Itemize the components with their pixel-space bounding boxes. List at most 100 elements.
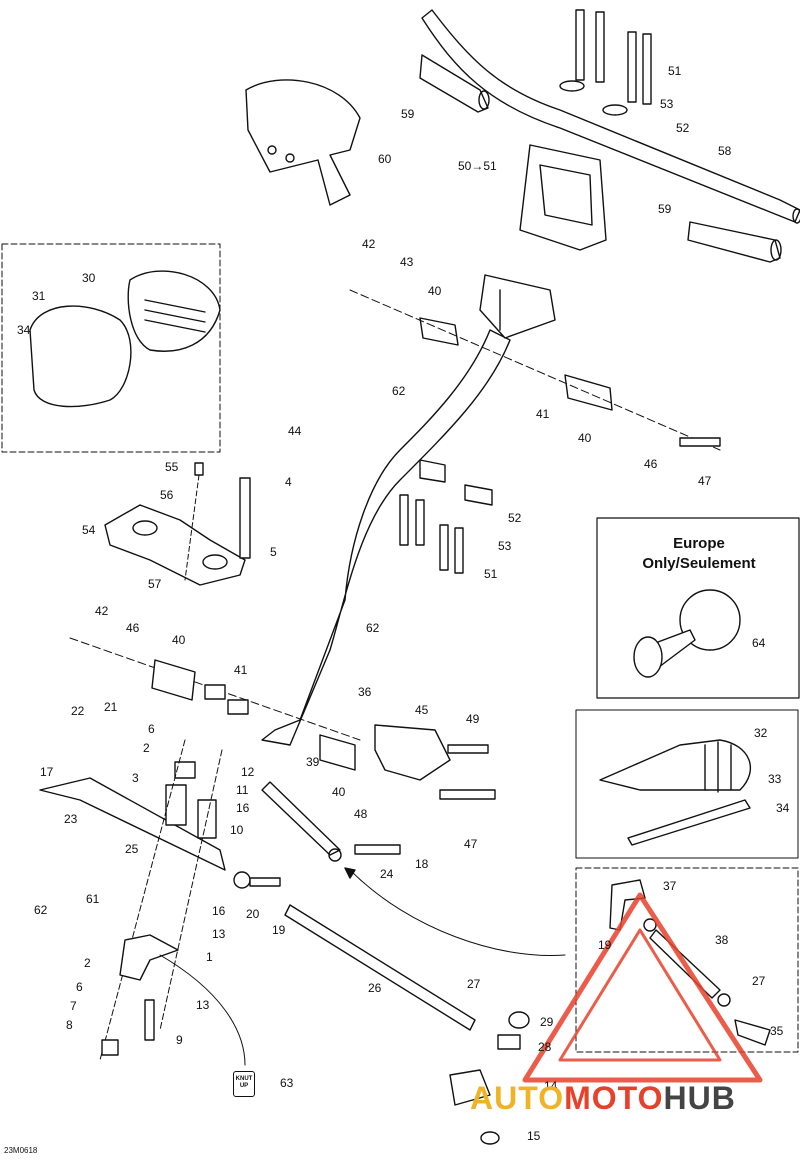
boot-32-33 [599,739,751,846]
watermark-part-3: HUB [663,1080,736,1116]
watermark-part-2: MOTO [564,1080,664,1116]
callout-44: 44 [288,424,302,438]
ball-joint-20 [233,871,281,889]
callout-47-a: 47 [698,474,712,488]
bolt-49 [447,744,489,754]
callout-17: 17 [40,765,54,779]
callout-25: 25 [125,842,139,856]
callout-50-51: 50→51 [458,159,497,173]
callout-12: 12 [241,765,255,779]
callout-51-top: 51 [668,64,682,78]
callout-55: 55 [165,460,179,474]
callout-48: 48 [354,807,368,821]
steering-end-28 [449,1011,530,1145]
bolts-51-lower [399,459,493,574]
callout-59-top: 59 [401,107,415,121]
callout-31: 31 [32,289,46,303]
callout-13-b: 13 [196,998,210,1012]
callout-60: 60 [378,152,392,166]
callout-61: 61 [86,892,100,906]
callout-52-b: 52 [508,511,522,525]
cover-60 [245,79,361,206]
callout-34-b: 34 [776,801,790,815]
handlebar-clamp-50 [519,144,607,251]
callout-34-a: 34 [17,323,31,337]
callout-5: 5 [270,545,277,559]
callout-1: 1 [206,950,213,964]
callout-19-a: 19 [272,923,286,937]
callout-11: 11 [236,783,249,797]
bracket-45 [374,724,451,781]
callout-16-b: 16 [212,904,226,918]
europe-inset-title: Europe Only/Seulement [598,534,800,574]
callout-58: 58 [718,144,732,158]
callout-43: 43 [400,255,414,269]
callout-62-c: 62 [34,903,48,917]
callout-49: 49 [466,712,480,726]
label-knut-up: KNUT UP [233,1071,255,1097]
callout-37: 37 [663,879,677,893]
bolts-51-top [559,9,652,116]
callout-47-b: 47 [464,837,478,851]
callout-40-d: 40 [332,785,346,799]
bracket-1 [119,934,179,981]
bushings-column [99,739,223,1061]
plate-54 [104,504,246,586]
callout-57: 57 [148,577,162,591]
callout-29: 29 [540,1015,554,1029]
watermark-text: AUTOMOTOHUB [470,1080,736,1117]
callout-52-top: 52 [676,121,690,135]
callout-7: 7 [70,999,77,1013]
callout-38: 38 [715,933,729,947]
tie-rod-39 [261,781,342,862]
callout-45: 45 [415,703,429,717]
callout-53-top: 53 [660,97,674,111]
callout-23: 23 [64,812,78,826]
callout-54: 54 [82,523,96,537]
callout-41-b: 41 [234,663,248,677]
bolt-47-lower [439,789,496,800]
callout-36: 36 [358,685,372,699]
callout-10: 10 [230,823,244,837]
watermark-logo [522,892,763,1083]
clamp-blocks-40-upper [349,289,721,451]
callout-39: 39 [306,755,320,769]
callout-59-right: 59 [658,202,672,216]
callout-24: 24 [380,867,394,881]
boot-30-31 [29,270,221,408]
horn-64 [633,589,741,678]
callout-56: 56 [160,488,174,502]
callout-63: 63 [280,1076,294,1090]
callout-2-b: 2 [84,956,91,970]
callout-42-b: 42 [95,604,109,618]
grip-59-left [419,54,490,113]
callout-33: 33 [768,772,782,786]
diagram-code: 23M0618 [4,1146,38,1155]
handlebar-58 [421,9,800,224]
callout-46-b: 46 [126,621,140,635]
inset-title-line-2: Only/Seulement [642,555,756,572]
callout-6-a: 6 [148,722,155,736]
inset-title-line-1: Europe [673,535,725,552]
callout-28: 28 [538,1040,552,1054]
callout-51-b: 51 [484,567,498,581]
steering-arm-17 [39,777,226,871]
tie-rod-26 [284,904,476,1031]
callout-13-a: 13 [212,927,226,941]
steering-column-44 [261,329,511,746]
bolt-47-upper [679,437,721,447]
callout-4: 4 [285,475,292,489]
callout-62-a: 62 [392,384,406,398]
grip-59-right [687,221,782,263]
callout-21: 21 [104,700,118,714]
callout-53-b: 53 [498,539,512,553]
callout-20: 20 [246,907,260,921]
watermark-part-1: AUTO [470,1080,565,1116]
bolt-9 [144,999,155,1041]
callout-19-b: 19 [598,938,612,952]
callout-40-b: 40 [578,431,592,445]
callout-15: 15 [527,1129,541,1143]
callout-40-c: 40 [172,633,186,647]
